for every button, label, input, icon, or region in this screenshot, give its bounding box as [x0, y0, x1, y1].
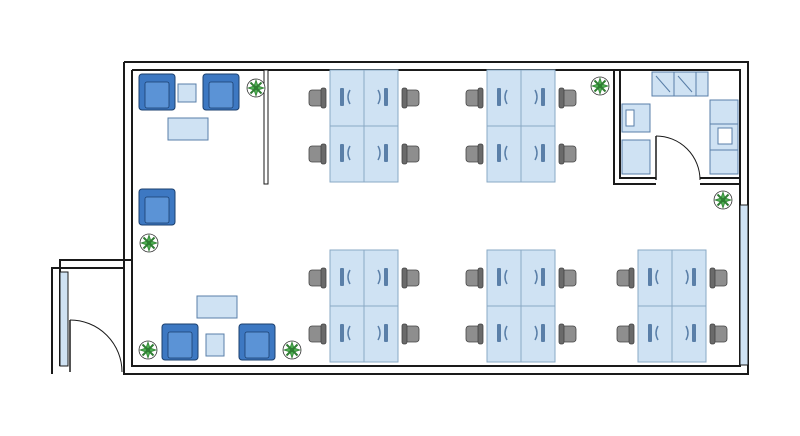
monitor-icon	[377, 144, 388, 162]
lounge-bottom	[161, 295, 276, 361]
lounge-middle	[138, 188, 176, 226]
office-chair-icon	[465, 143, 484, 165]
desk	[363, 305, 399, 363]
monitor-icon	[648, 324, 659, 342]
office-chair-icon	[401, 267, 420, 289]
desk	[329, 125, 365, 183]
office-chair-icon	[401, 87, 420, 109]
side-table	[205, 333, 225, 357]
desk	[363, 249, 399, 307]
monitor-icon	[497, 88, 508, 106]
desk	[486, 305, 522, 363]
walls	[51, 61, 749, 375]
monitor-icon	[340, 324, 351, 342]
window-right	[739, 204, 749, 366]
storage-cabinets	[651, 71, 709, 97]
office-chair-icon	[308, 87, 327, 109]
window-entrance	[59, 271, 69, 367]
desk	[520, 69, 556, 127]
office-chair-icon	[308, 143, 327, 165]
coffee-table	[196, 295, 238, 319]
monitor-icon	[340, 144, 351, 162]
monitor-icon	[340, 268, 351, 286]
desk	[520, 249, 556, 307]
monitor-icon	[534, 88, 545, 106]
desk	[671, 249, 707, 307]
office-desk-left	[621, 103, 651, 175]
coffee-table	[167, 117, 209, 141]
monitor-icon	[497, 268, 508, 286]
desk	[486, 125, 522, 183]
workstation-pods	[308, 69, 728, 363]
side-table	[177, 83, 197, 103]
monitor-icon	[497, 324, 508, 342]
pod-bottom-left	[308, 249, 420, 363]
office-chair-icon	[465, 87, 484, 109]
desk	[520, 125, 556, 183]
office-chair-icon	[401, 323, 420, 345]
private-office	[613, 70, 740, 185]
monitor-icon	[685, 268, 696, 286]
pod-top-left	[308, 69, 420, 183]
office-chair-icon	[558, 323, 577, 345]
desk	[520, 305, 556, 363]
office-chair-icon	[465, 323, 484, 345]
office-chair-icon	[558, 87, 577, 109]
desk	[637, 249, 673, 307]
office-chair-icon	[558, 143, 577, 165]
monitor-icon	[377, 88, 388, 106]
lounge-top	[138, 73, 240, 141]
office-chair-icon	[558, 267, 577, 289]
desk	[637, 305, 673, 363]
desk	[671, 305, 707, 363]
office-chair-icon	[709, 267, 728, 289]
office-desk-right	[709, 99, 739, 175]
office-chair-icon	[308, 323, 327, 345]
desk	[486, 249, 522, 307]
monitor-icon	[534, 144, 545, 162]
pod-top-right	[465, 69, 577, 183]
office-chair-icon	[401, 143, 420, 165]
desk	[329, 249, 365, 307]
office-chair-icon	[616, 267, 635, 289]
office-chair-icon	[709, 323, 728, 345]
entrance-door[interactable]	[69, 319, 123, 373]
pod-bottom-right	[616, 249, 728, 363]
office-chair-icon	[616, 323, 635, 345]
desk	[329, 69, 365, 127]
monitor-icon	[648, 268, 659, 286]
partition-wall	[263, 69, 269, 185]
monitor-icon	[377, 268, 388, 286]
office-chair-icon	[308, 267, 327, 289]
desk	[486, 69, 522, 127]
desk	[363, 69, 399, 127]
desk	[329, 305, 365, 363]
monitor-icon	[685, 324, 696, 342]
pod-bottom-middle	[465, 249, 577, 363]
monitor-icon	[497, 144, 508, 162]
desk	[363, 125, 399, 183]
monitor-icon	[534, 324, 545, 342]
office-door[interactable]	[655, 135, 701, 181]
monitor-icon	[340, 88, 351, 106]
monitor-icon	[534, 268, 545, 286]
office-chair-icon	[465, 267, 484, 289]
monitor-icon	[377, 324, 388, 342]
